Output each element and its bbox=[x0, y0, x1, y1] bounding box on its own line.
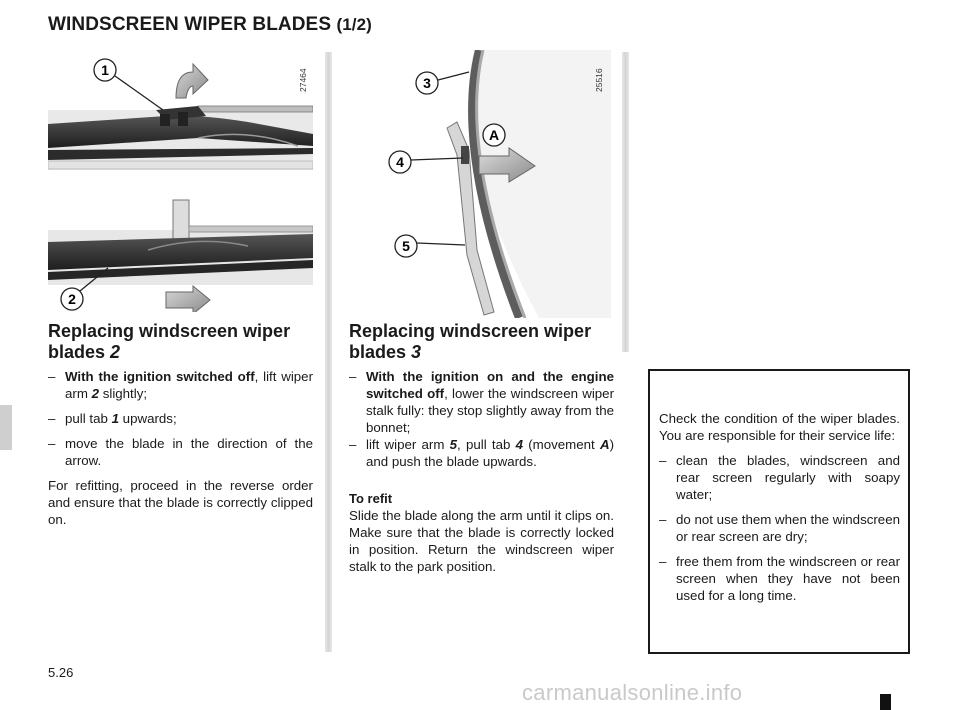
wiper-blade-drawing-2: 3 A 4 5 bbox=[388, 50, 611, 318]
text: , pull tab bbox=[457, 437, 516, 452]
ref: 4 bbox=[515, 437, 523, 452]
text: ) and push the blade upwards. bbox=[366, 437, 614, 469]
figure-code: 25516 bbox=[594, 68, 604, 92]
list-item: – do not use them when the windscreen or… bbox=[659, 511, 900, 545]
callout-3: 3 bbox=[423, 75, 431, 91]
dash: – bbox=[349, 437, 357, 452]
refit-heading: To refit bbox=[349, 491, 393, 506]
refit-paragraph: Slide the blade along the arm until it c… bbox=[349, 508, 614, 574]
bold-text: With the ignition switched off bbox=[65, 369, 255, 384]
page-title: WINDSCREEN WIPER BLADES (1/2) bbox=[48, 14, 372, 36]
dash: – bbox=[349, 369, 357, 384]
wiper-blade-illustration-1: 1 2 27464 bbox=[48, 50, 313, 312]
corner-mark bbox=[880, 694, 891, 710]
text: free them from the windscreen or rear sc… bbox=[676, 554, 900, 603]
section-tab bbox=[0, 405, 12, 450]
note-intro: Check the condition of the wiper blades.… bbox=[659, 411, 900, 443]
dash: – bbox=[659, 554, 667, 569]
dash: – bbox=[48, 411, 56, 426]
callout-5: 5 bbox=[402, 238, 410, 254]
ref: 2 bbox=[91, 386, 100, 401]
dash: – bbox=[48, 369, 56, 384]
section-body-blades-3: – With the ignition on and the engine sw… bbox=[349, 368, 614, 575]
text: , lift wiper arm bbox=[65, 369, 313, 401]
list-item: – clean the blades, windscreen and rear … bbox=[659, 452, 900, 503]
column-divider bbox=[622, 52, 629, 352]
heading-ref: 3 bbox=[411, 342, 422, 362]
dash: – bbox=[659, 453, 667, 468]
list-item: – With the ignition switched off, lift w… bbox=[48, 368, 313, 402]
list-item: – With the ignition on and the engine sw… bbox=[349, 368, 614, 436]
callout-2: 2 bbox=[68, 291, 76, 307]
wiper-blade-drawing-1: 1 2 bbox=[48, 58, 313, 312]
wiper-blade-illustration-2: 3 A 4 5 25516 bbox=[349, 50, 611, 318]
list-item: – free them from the windscreen or rear … bbox=[659, 553, 900, 604]
text: clean the blades, windscreen and rear sc… bbox=[676, 453, 900, 502]
text: upwards; bbox=[118, 411, 177, 426]
heading-ref: 2 bbox=[110, 342, 121, 362]
paragraph: For refitting, proceed in the reverse or… bbox=[48, 478, 313, 527]
page-number: 5.26 bbox=[48, 665, 74, 680]
text: move the blade in the direction of the a… bbox=[65, 436, 313, 468]
dash: – bbox=[659, 512, 667, 527]
section-heading-blades-3: Replacing windscreen wiper blades 3 bbox=[349, 321, 619, 363]
text: slightly; bbox=[99, 386, 148, 401]
callout-a: A bbox=[489, 127, 499, 143]
callout-4: 4 bbox=[396, 154, 404, 170]
title-part: (1/2) bbox=[336, 15, 372, 34]
section-body-blades-2: – With the ignition switched off, lift w… bbox=[48, 368, 313, 528]
list-item: – pull tab 1 upwards; bbox=[48, 410, 313, 427]
heading-text: Replacing windscreen wiper blades bbox=[48, 321, 291, 362]
text: pull tab bbox=[65, 411, 112, 426]
text: , lower the windscreen wiper stalk fully… bbox=[366, 386, 614, 435]
ref: A bbox=[599, 437, 610, 452]
section-heading-blades-2: Replacing windscreen wiper blades 2 bbox=[48, 321, 318, 363]
text: do not use them when the windscreen or r… bbox=[676, 512, 900, 544]
text: lift wiper arm bbox=[366, 437, 450, 452]
ref: 1 bbox=[111, 411, 119, 426]
note-box: Check the condition of the wiper blades.… bbox=[648, 369, 910, 654]
callout-1: 1 bbox=[101, 62, 109, 78]
bold-text: With the ignition on and the engine swit… bbox=[366, 369, 614, 401]
list-item: – lift wiper arm 5, pull tab 4 (movement… bbox=[349, 436, 614, 470]
ref: 5 bbox=[449, 437, 458, 452]
figure-code: 27464 bbox=[298, 68, 308, 92]
dash: – bbox=[48, 436, 56, 451]
heading-text: Replacing windscreen wiper blades bbox=[349, 321, 592, 362]
column-divider bbox=[325, 52, 332, 652]
list-item: – move the blade in the direction of the… bbox=[48, 435, 313, 469]
watermark: carmanualsonline.info bbox=[522, 680, 743, 705]
text: (movement bbox=[523, 437, 600, 452]
title-text: WINDSCREEN WIPER BLADES bbox=[48, 14, 332, 35]
